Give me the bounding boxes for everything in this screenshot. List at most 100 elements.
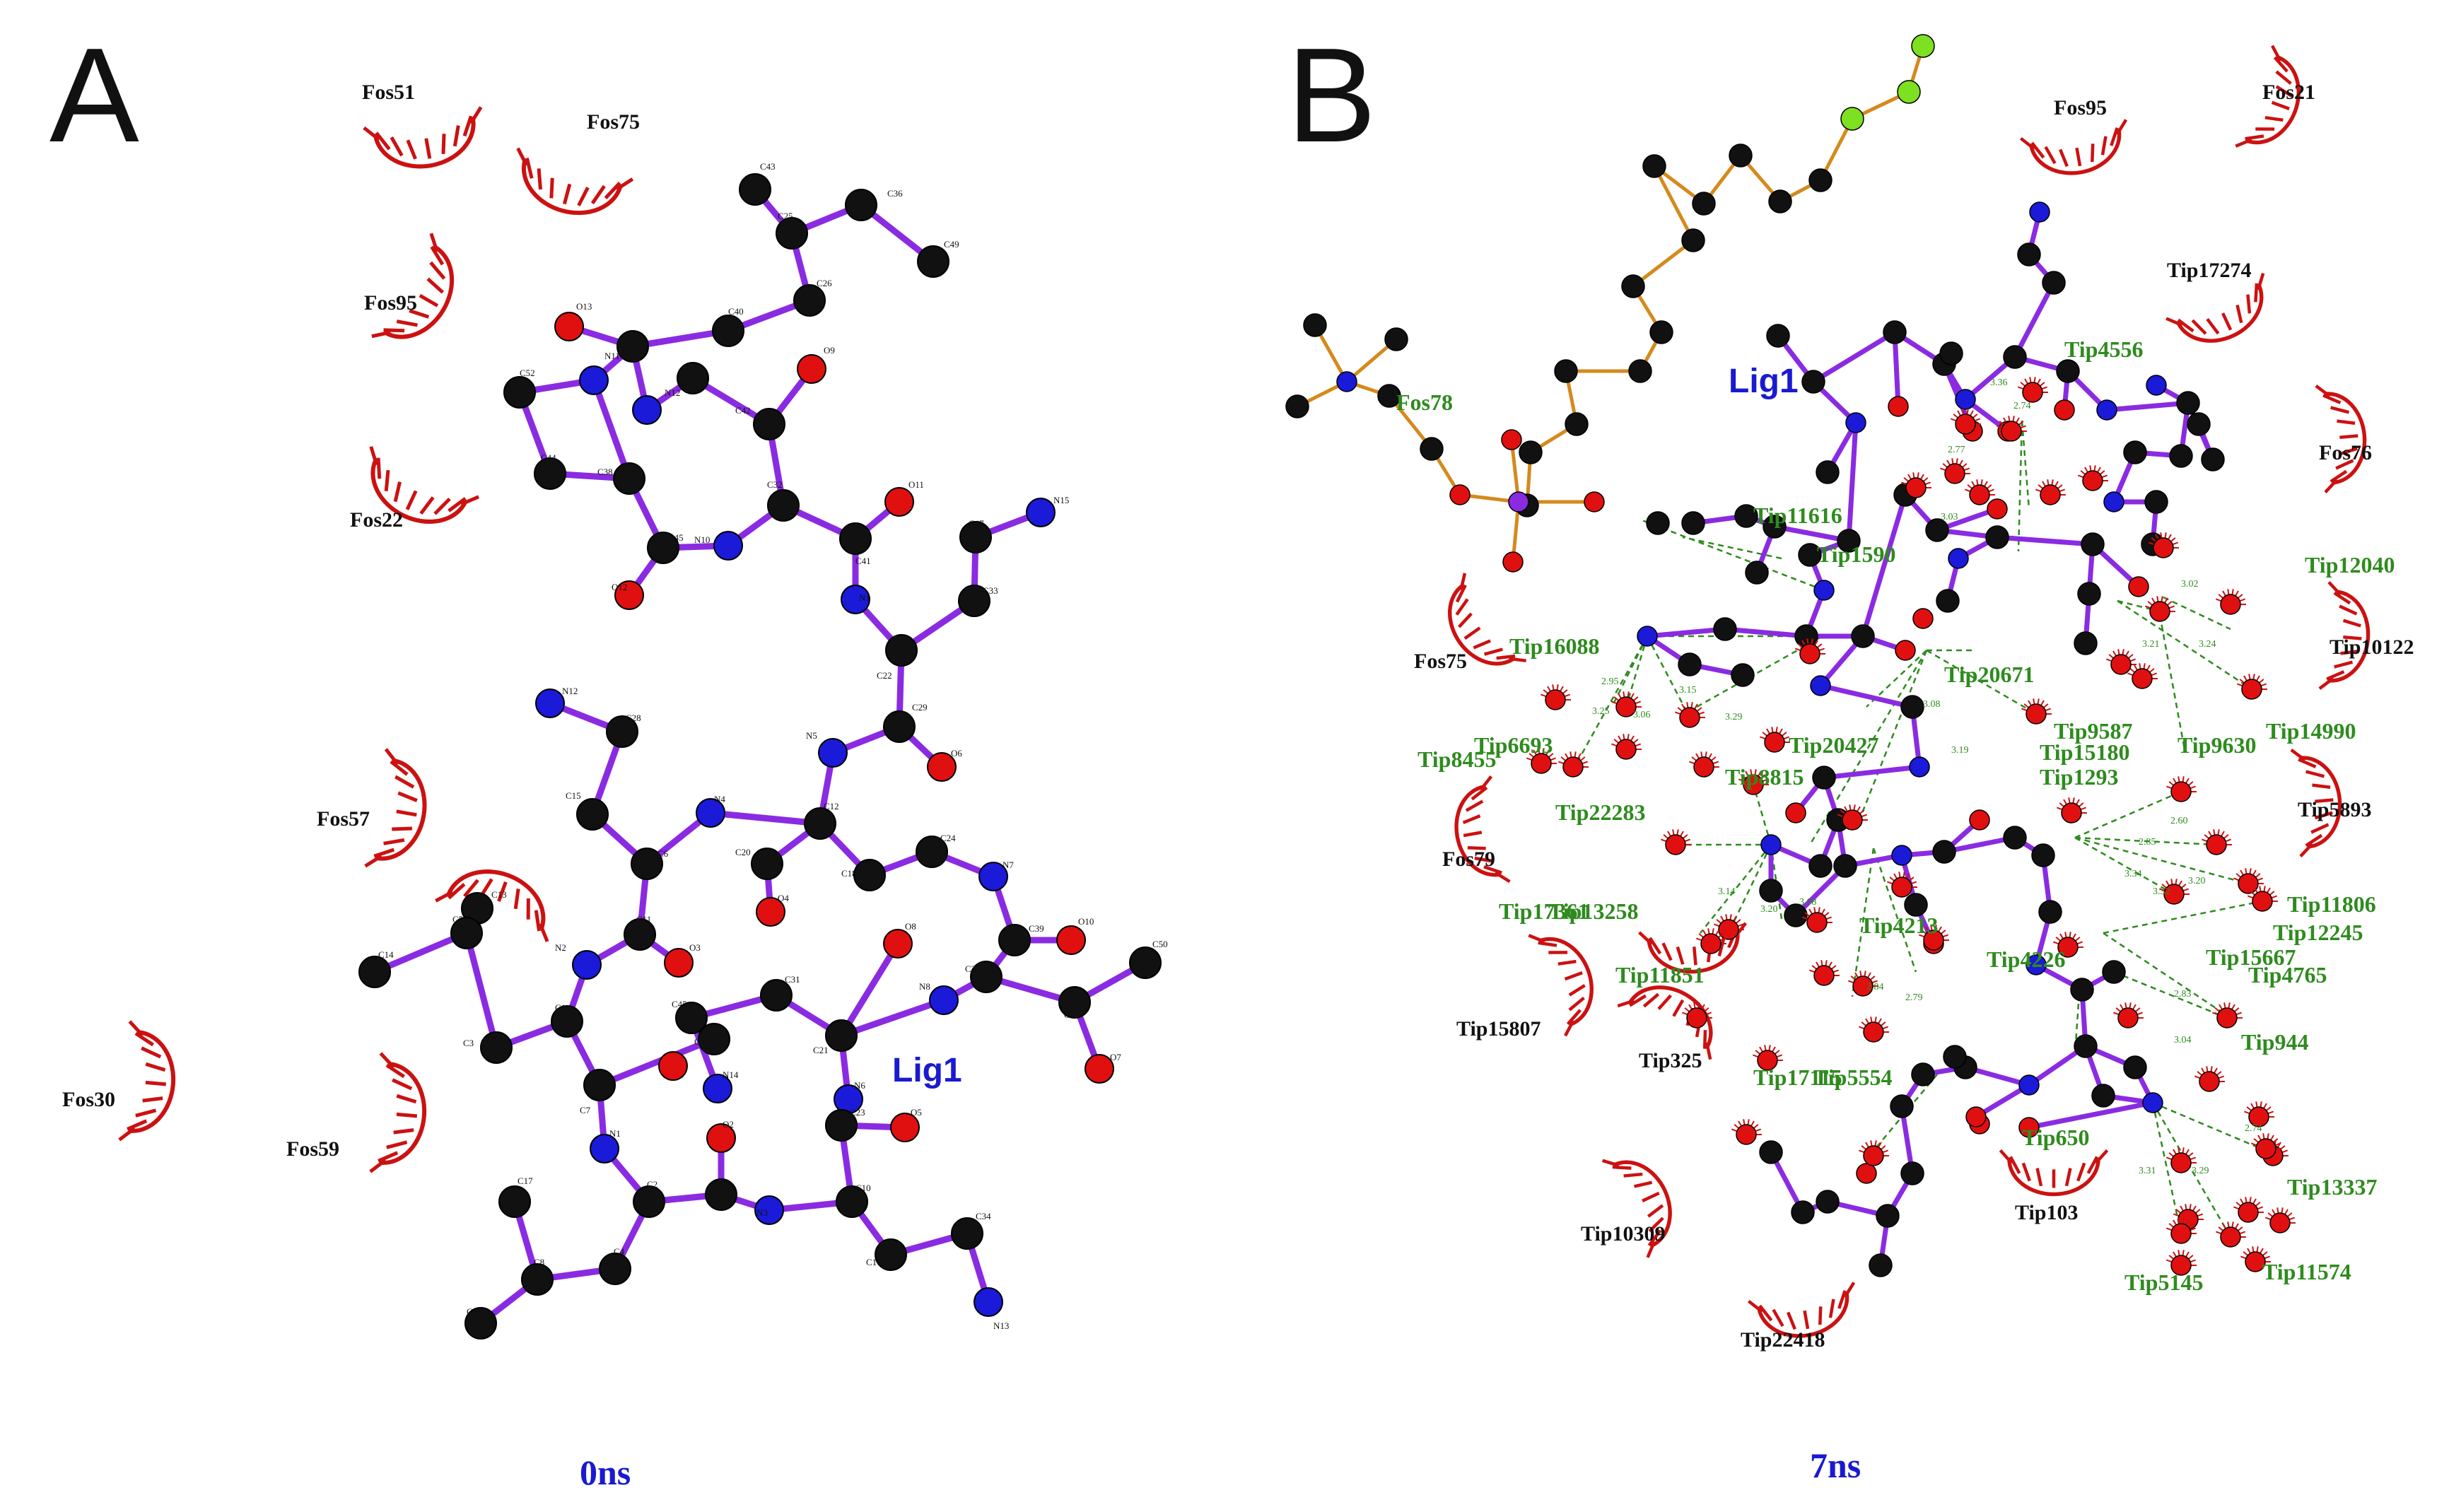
atom-label: O7 bbox=[1110, 1052, 1121, 1062]
water-contact-spoke bbox=[2252, 1246, 2255, 1253]
ligand-atom bbox=[521, 1263, 554, 1296]
water-oxygen bbox=[1863, 1145, 1884, 1166]
ligand-atom bbox=[535, 688, 565, 718]
ligand-atom bbox=[2128, 576, 2149, 597]
hydrophobic-contact-arc bbox=[2000, 1150, 2107, 1194]
water-contact-spoke bbox=[1794, 647, 1801, 652]
ligand-atom bbox=[1713, 617, 1737, 641]
water-contact-spoke bbox=[2040, 382, 2045, 387]
ligand-atom bbox=[1897, 80, 1921, 104]
atom-label: C47 bbox=[969, 518, 984, 529]
water-contact-spoke bbox=[1528, 753, 1534, 758]
water-contact-spoke bbox=[2042, 481, 2046, 487]
ligand-atom bbox=[1883, 320, 1907, 344]
hydrogen-bond bbox=[1575, 635, 1649, 764]
hbond-distance: 3.02 bbox=[2181, 579, 2199, 590]
water-contact-spoke bbox=[2208, 831, 2212, 837]
ligand-atom bbox=[2123, 440, 2147, 464]
ligand-atom bbox=[2031, 843, 2055, 867]
ligand-atom bbox=[713, 531, 743, 561]
hbond-distance: 3.36 bbox=[1990, 377, 2008, 388]
water-contact-spoke bbox=[1760, 774, 1766, 779]
water-contact-spoke bbox=[2190, 1259, 2197, 1263]
ligand-atom bbox=[958, 585, 990, 617]
atom-label: C8 bbox=[534, 1257, 544, 1267]
water-oxygen bbox=[2255, 1138, 2276, 1159]
water-oxygen bbox=[1969, 484, 1990, 505]
water-contact-spoke bbox=[2182, 776, 2185, 783]
water-contact-spoke bbox=[2260, 1248, 2264, 1254]
water-label: Tip650 bbox=[2022, 1125, 2089, 1150]
ligand-atom bbox=[1760, 834, 1782, 855]
water-oxygen bbox=[2252, 891, 2273, 912]
water-contact-spoke bbox=[2188, 781, 2194, 786]
water-contact-spoke bbox=[1962, 463, 1968, 468]
water-contact-spoke bbox=[1737, 923, 1744, 927]
water-contact-spoke bbox=[1681, 1012, 1688, 1016]
ligand-atom bbox=[1812, 766, 1836, 790]
ligand-atom bbox=[2003, 826, 2027, 850]
water-contact-spoke bbox=[2161, 884, 2167, 889]
water-oxygen bbox=[1813, 965, 1835, 986]
ligand-atom bbox=[1731, 663, 1755, 687]
water-contact-spoke bbox=[2223, 1002, 2226, 1009]
water-contact-spoke bbox=[1893, 873, 1898, 879]
ligand-atom bbox=[760, 979, 793, 1012]
residue-label: Fos95 bbox=[364, 291, 417, 315]
water-label: Tip9630 bbox=[2178, 732, 2256, 758]
atom-label: O5 bbox=[911, 1107, 922, 1118]
water-contact-spoke bbox=[2170, 879, 2173, 885]
water-contact-spoke bbox=[1957, 410, 1961, 416]
water-contact-spoke bbox=[2264, 1255, 2271, 1260]
water-contact-spoke bbox=[1878, 1142, 1882, 1148]
water-contact-spoke bbox=[2100, 470, 2105, 475]
water-contact-spoke bbox=[1674, 711, 1681, 715]
water-contact-spoke bbox=[2033, 377, 2036, 383]
water-contact-spoke bbox=[1825, 916, 1832, 920]
water-contact-spoke bbox=[2267, 1133, 2269, 1139]
water-contact-spoke bbox=[1840, 809, 1845, 814]
water-contact-spoke bbox=[1903, 477, 1909, 482]
hydrogen-bond bbox=[2152, 1101, 2270, 1154]
water-contact-spoke bbox=[1577, 753, 1582, 759]
ligand-atom bbox=[1501, 429, 1522, 450]
water-contact-spoke bbox=[2182, 1250, 2185, 1256]
water-contact-spoke bbox=[2069, 932, 2071, 938]
water-oxygen bbox=[2170, 1152, 2192, 1173]
water-oxygen bbox=[2057, 937, 2079, 958]
ligand-atom bbox=[579, 365, 609, 395]
water-contact-spoke bbox=[2235, 1012, 2243, 1016]
water-contact-spoke bbox=[1545, 749, 1550, 756]
ligand-atom bbox=[1909, 756, 1930, 778]
water-contact-spoke bbox=[1806, 638, 1809, 645]
ligand-atom bbox=[1649, 320, 1673, 344]
water-contact-spoke bbox=[2262, 1133, 2265, 1139]
water-contact-spoke bbox=[1716, 919, 1721, 924]
hbond-distance: 3.29 bbox=[2192, 1166, 2209, 1176]
water-contact-spoke bbox=[2089, 465, 2092, 471]
ligand-atom bbox=[2142, 1092, 2163, 1113]
hydrogen-bond bbox=[2117, 599, 2161, 613]
water-contact-spoke bbox=[2093, 465, 2096, 471]
ligand-atom bbox=[1791, 1200, 1815, 1224]
ligand-atom bbox=[1692, 192, 1716, 216]
water-contact-spoke bbox=[1808, 908, 1813, 915]
water-contact-spoke bbox=[1950, 418, 1957, 422]
water-contact-spoke bbox=[1718, 933, 1724, 938]
water-contact-spoke bbox=[2238, 1226, 2243, 1231]
water-contact-spoke bbox=[2219, 1004, 2223, 1010]
residue-label: Fos21 bbox=[2262, 81, 2315, 104]
water-contact-spoke bbox=[2129, 658, 2136, 662]
water-contact-spoke bbox=[2269, 891, 2275, 896]
hbond-distance: 2.95 bbox=[1601, 676, 1619, 687]
water-contact-spoke bbox=[2178, 1218, 2180, 1224]
water-contact-spoke bbox=[2182, 1218, 2185, 1224]
hydrogen-bond bbox=[1682, 536, 1782, 560]
water-contact-spoke bbox=[1821, 908, 1825, 915]
ligand-atom bbox=[1502, 551, 1524, 573]
hbond-distance: 3.25 bbox=[1592, 706, 1610, 717]
water-contact-spoke bbox=[2165, 1156, 2173, 1161]
water-label: Tip14990 bbox=[2266, 718, 2356, 744]
water-contact-spoke bbox=[2201, 838, 2208, 843]
